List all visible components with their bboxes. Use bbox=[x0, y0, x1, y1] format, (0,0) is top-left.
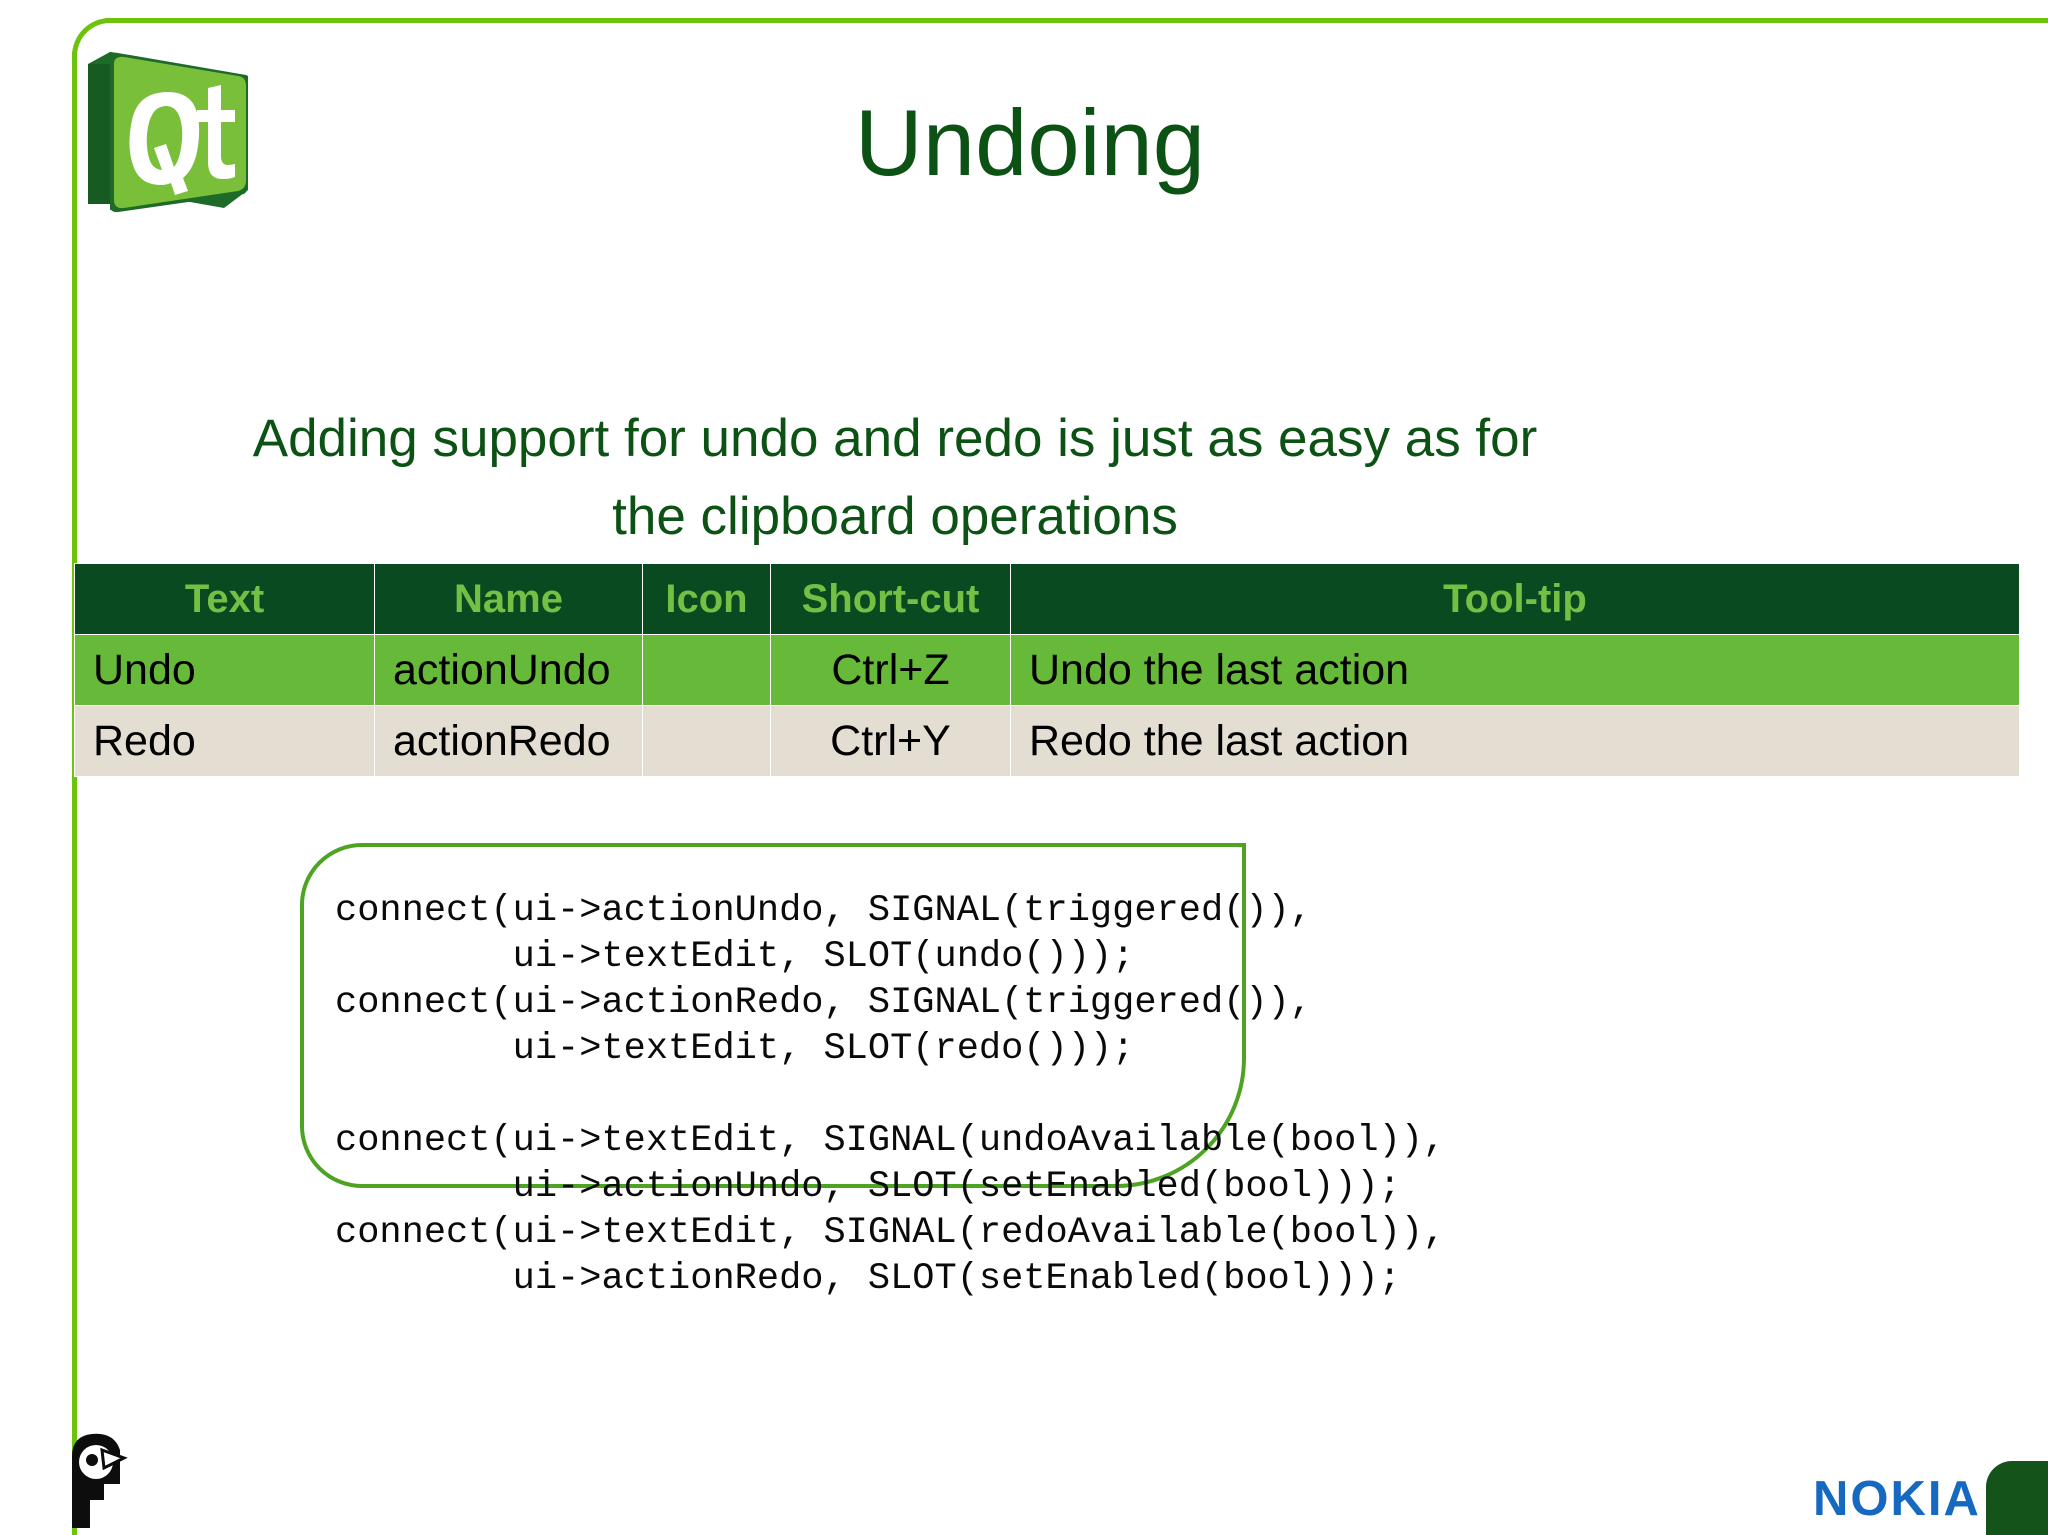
cell-name: actionRedo bbox=[374, 705, 643, 777]
page-title: Undoing bbox=[854, 90, 1206, 195]
table-row: Redo actionRedo Ctrl+Y Redo the last act… bbox=[74, 705, 2020, 777]
slide-subtitle: Adding support for undo and redo is just… bbox=[252, 409, 1538, 546]
code-snippet: connect(ui->actionUndo, SIGNAL(triggered… bbox=[335, 890, 1446, 1300]
parrot-logo-icon bbox=[72, 1433, 128, 1528]
column-header-shortcut: Short-cut bbox=[770, 563, 1011, 635]
cell-text: Redo bbox=[74, 705, 375, 777]
action-table: Text Name Icon Short-cut Tool-tip Undo a… bbox=[74, 563, 2020, 777]
table-row: Undo actionUndo Ctrl+Z Undo the last act… bbox=[74, 634, 2020, 706]
qt-logo-icon bbox=[88, 52, 248, 213]
cell-text: Undo bbox=[74, 634, 375, 706]
slide-frame-top-border bbox=[105, 18, 2048, 23]
cell-icon bbox=[642, 634, 771, 706]
column-header-text: Text bbox=[74, 563, 375, 635]
nokia-logo: NOKIA bbox=[1813, 1472, 1981, 1526]
cell-tooltip: Undo the last action bbox=[1010, 634, 2020, 706]
code-block-border bbox=[300, 843, 1246, 1188]
cell-shortcut: Ctrl+Z bbox=[770, 634, 1011, 706]
slide-frame-left-border bbox=[72, 52, 77, 1535]
column-header-tooltip: Tool-tip bbox=[1010, 563, 2020, 635]
column-header-name: Name bbox=[374, 563, 643, 635]
cell-icon bbox=[642, 705, 771, 777]
slide-corner-block bbox=[1986, 1461, 2048, 1535]
cell-name: actionUndo bbox=[374, 634, 643, 706]
cell-shortcut: Ctrl+Y bbox=[770, 705, 1011, 777]
cell-tooltip: Redo the last action bbox=[1010, 705, 2020, 777]
table-header-row: Text Name Icon Short-cut Tool-tip bbox=[74, 563, 2020, 635]
column-header-icon: Icon bbox=[642, 563, 771, 635]
